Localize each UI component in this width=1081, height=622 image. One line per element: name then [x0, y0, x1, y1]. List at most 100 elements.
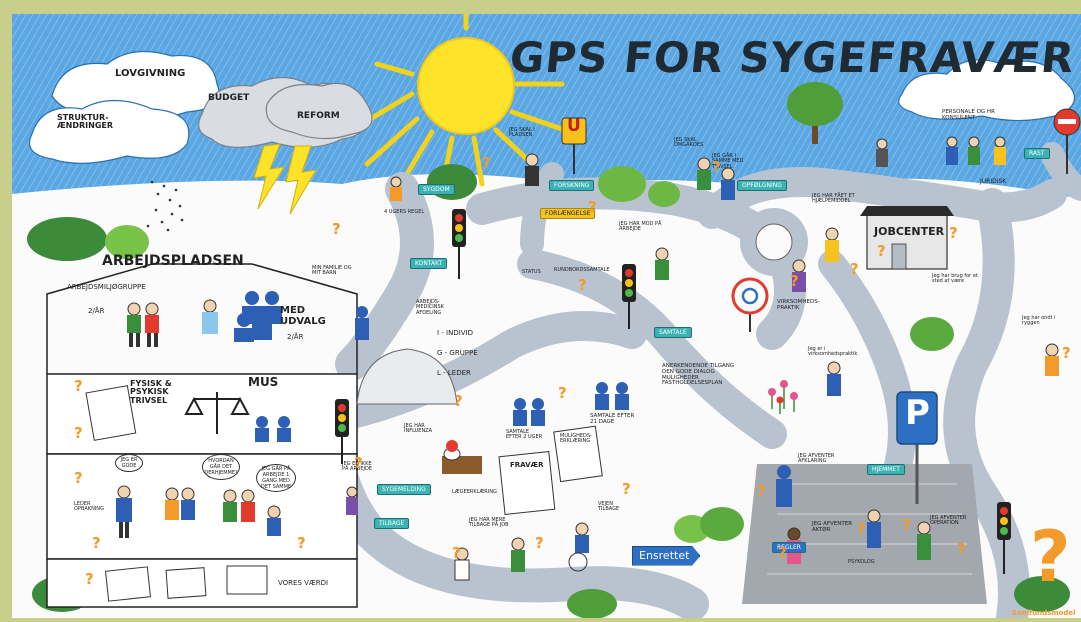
note: JEG HAR INFLUENZA	[404, 423, 433, 435]
question-mark-icon: ?	[877, 242, 886, 260]
flowers	[768, 380, 798, 414]
question-mark-icon: ?	[482, 154, 491, 172]
note: Jeg er i virksomhedspraktik	[808, 346, 858, 358]
cloud-label-struktur: STRUKTUR-ÆNDRINGER	[57, 113, 114, 131]
question-mark-icon: ?	[712, 158, 721, 176]
road-sign: SAMTALE	[654, 327, 692, 338]
scale-icon	[184, 392, 250, 434]
note: 4 UGERS REGEL	[384, 209, 425, 215]
note: PSYKOLOG	[848, 559, 875, 565]
road-sign: REGLER	[772, 542, 806, 553]
logo-text: Samfundsmodel	[1012, 609, 1076, 617]
juridisk-label: JURIDISK	[980, 178, 1007, 185]
lightning-icon	[253, 143, 317, 215]
med-freq: 2/ÅR	[287, 333, 304, 341]
parking-sign-icon	[896, 391, 938, 504]
question-mark-icon: ?	[535, 534, 544, 552]
question-mark-icon: ?	[578, 276, 587, 294]
question-mark-icon: ?	[850, 260, 859, 278]
question-mark-icon: ?	[902, 516, 911, 534]
note: SAMTALE EFTER 21 DAGE	[590, 413, 635, 425]
question-mark-icon: ?	[74, 469, 83, 487]
poster: GPS FOR SYGEFRAVÆR LOVGIVNING STRUKTUR-Æ…	[12, 14, 1081, 618]
question-mark-icon: ?	[757, 482, 766, 500]
fysisk-label: FYSISK & PSYKISK TRIVSEL	[130, 379, 172, 405]
traffic-light-icon	[335, 209, 1011, 574]
amg-freq: 2/ÅR	[88, 307, 105, 315]
figures	[116, 136, 1059, 581]
road-sign: TILBAGE	[374, 518, 410, 529]
question-mark-icon: ?	[454, 392, 463, 410]
cloud-right	[898, 59, 1076, 122]
note: VEJEN TILBAGE	[598, 501, 620, 513]
question-mark-icon: ?	[558, 384, 567, 402]
logo-icon	[1014, 576, 1070, 612]
question-mark-icon: ?	[949, 224, 958, 242]
road-sign: SYGEMELDING	[377, 484, 431, 495]
one-way-sign: Ensrettet	[632, 546, 701, 566]
note: JEG SKAL I PLADSEN	[509, 127, 535, 139]
note: G - GRUPPE	[437, 349, 478, 357]
note: FRAVÆR	[510, 461, 544, 469]
note: JEG HAR MOD PÅ ARBEJDE	[619, 221, 662, 233]
question-mark-icon: ?	[452, 544, 461, 562]
leder-label: LEDER OPBAKNING	[74, 501, 104, 513]
road-sign: FORSKNING	[549, 180, 595, 191]
jobcenter-label: JOBCENTER	[874, 225, 945, 238]
cloud-label-reform: REFORM	[297, 111, 340, 121]
note: ARBEJDS-MEDICINSK AFDELING	[416, 299, 444, 316]
note: JEG GÅR I SAMME MED TRIVSEL	[712, 153, 744, 170]
med-label: MED UDVALG	[280, 305, 326, 327]
speech-bubble: HVORDAN GÅR DET DERHJEMME?	[202, 454, 240, 480]
note: MIN FAMILIE OG MIT BARN	[312, 265, 352, 277]
cloud-label-personale: PERSONALE OG HR KONSULENT	[942, 109, 995, 121]
note: VIRKSOMHEDS-PRAKTIK	[777, 299, 820, 311]
question-mark-icon: ?	[354, 454, 363, 472]
note: L - LEDER	[437, 369, 471, 377]
rain	[146, 180, 184, 232]
road-sign: HJEMMET	[867, 464, 905, 475]
cloud-label-lovgivning: LOVGIVNING	[115, 68, 186, 79]
note: JEG AFVENTER AKTØR	[812, 521, 853, 533]
p-sign-label: P	[905, 393, 930, 433]
stop-sign-icon	[1053, 108, 1081, 174]
note: JEG AFVENTER OPERATION	[930, 515, 967, 527]
road-sign: KONTAKT	[410, 258, 448, 269]
illustration	[12, 14, 1081, 618]
note: Jeg har brug for et sted at være	[932, 273, 978, 285]
question-mark-icon: ?	[74, 377, 83, 395]
question-mark-icon: ?	[92, 534, 101, 552]
question-mark-icon: ?	[957, 540, 966, 558]
note: JEG AFVENTER AFKLARING	[798, 453, 835, 465]
question-mark-icon: ?	[1062, 344, 1071, 362]
logo-question-icon: ?	[1030, 516, 1071, 598]
clouds-storm	[198, 77, 373, 148]
note: RUNDBORDSSAMTALE	[554, 267, 610, 273]
note: JEG HAR FÅET ET HJÆLPEMIDDEL	[812, 193, 855, 205]
note: MULIGHEDS-ERKLÆRING	[560, 433, 592, 445]
road-sign: RAST	[1024, 148, 1050, 159]
clouds-left	[28, 50, 220, 164]
question-mark-icon: ?	[85, 570, 94, 588]
workplace-title: ARBEJDSPLADSEN	[102, 253, 244, 269]
note: JEG SKAL OMGÅRDES	[674, 137, 704, 149]
roundabout-sign-icon	[731, 277, 769, 332]
road-sign: SYGDOM	[418, 184, 455, 195]
question-mark-icon: ?	[778, 544, 787, 562]
jobcenter-building	[860, 206, 954, 270]
note: SAMTALE EFTER 2 UGER	[506, 429, 543, 441]
question-mark-icon: ?	[297, 534, 306, 552]
u-sign	[561, 117, 587, 174]
cloud-label-budget: BUDGET	[208, 93, 250, 103]
question-mark-icon: ?	[74, 424, 83, 442]
question-mark-icon: ?	[622, 480, 631, 498]
speech-bubble: JEG ER GODE	[115, 454, 143, 472]
page-title: GPS FOR SYGEFRAVÆR	[507, 33, 1078, 82]
question-mark-icon: ?	[588, 198, 597, 216]
road-sign: OPFØLGNING	[737, 180, 787, 191]
speech-bubble: JEG GÅR PÅ ARBEJDE 1 GANG MED DET SAMME	[256, 464, 296, 492]
vaerdi-label: VORES VÆRDI	[278, 579, 329, 587]
question-mark-icon: ?	[790, 272, 799, 290]
mus-label: MUS	[248, 375, 279, 389]
u-sign-label: U	[567, 116, 581, 136]
